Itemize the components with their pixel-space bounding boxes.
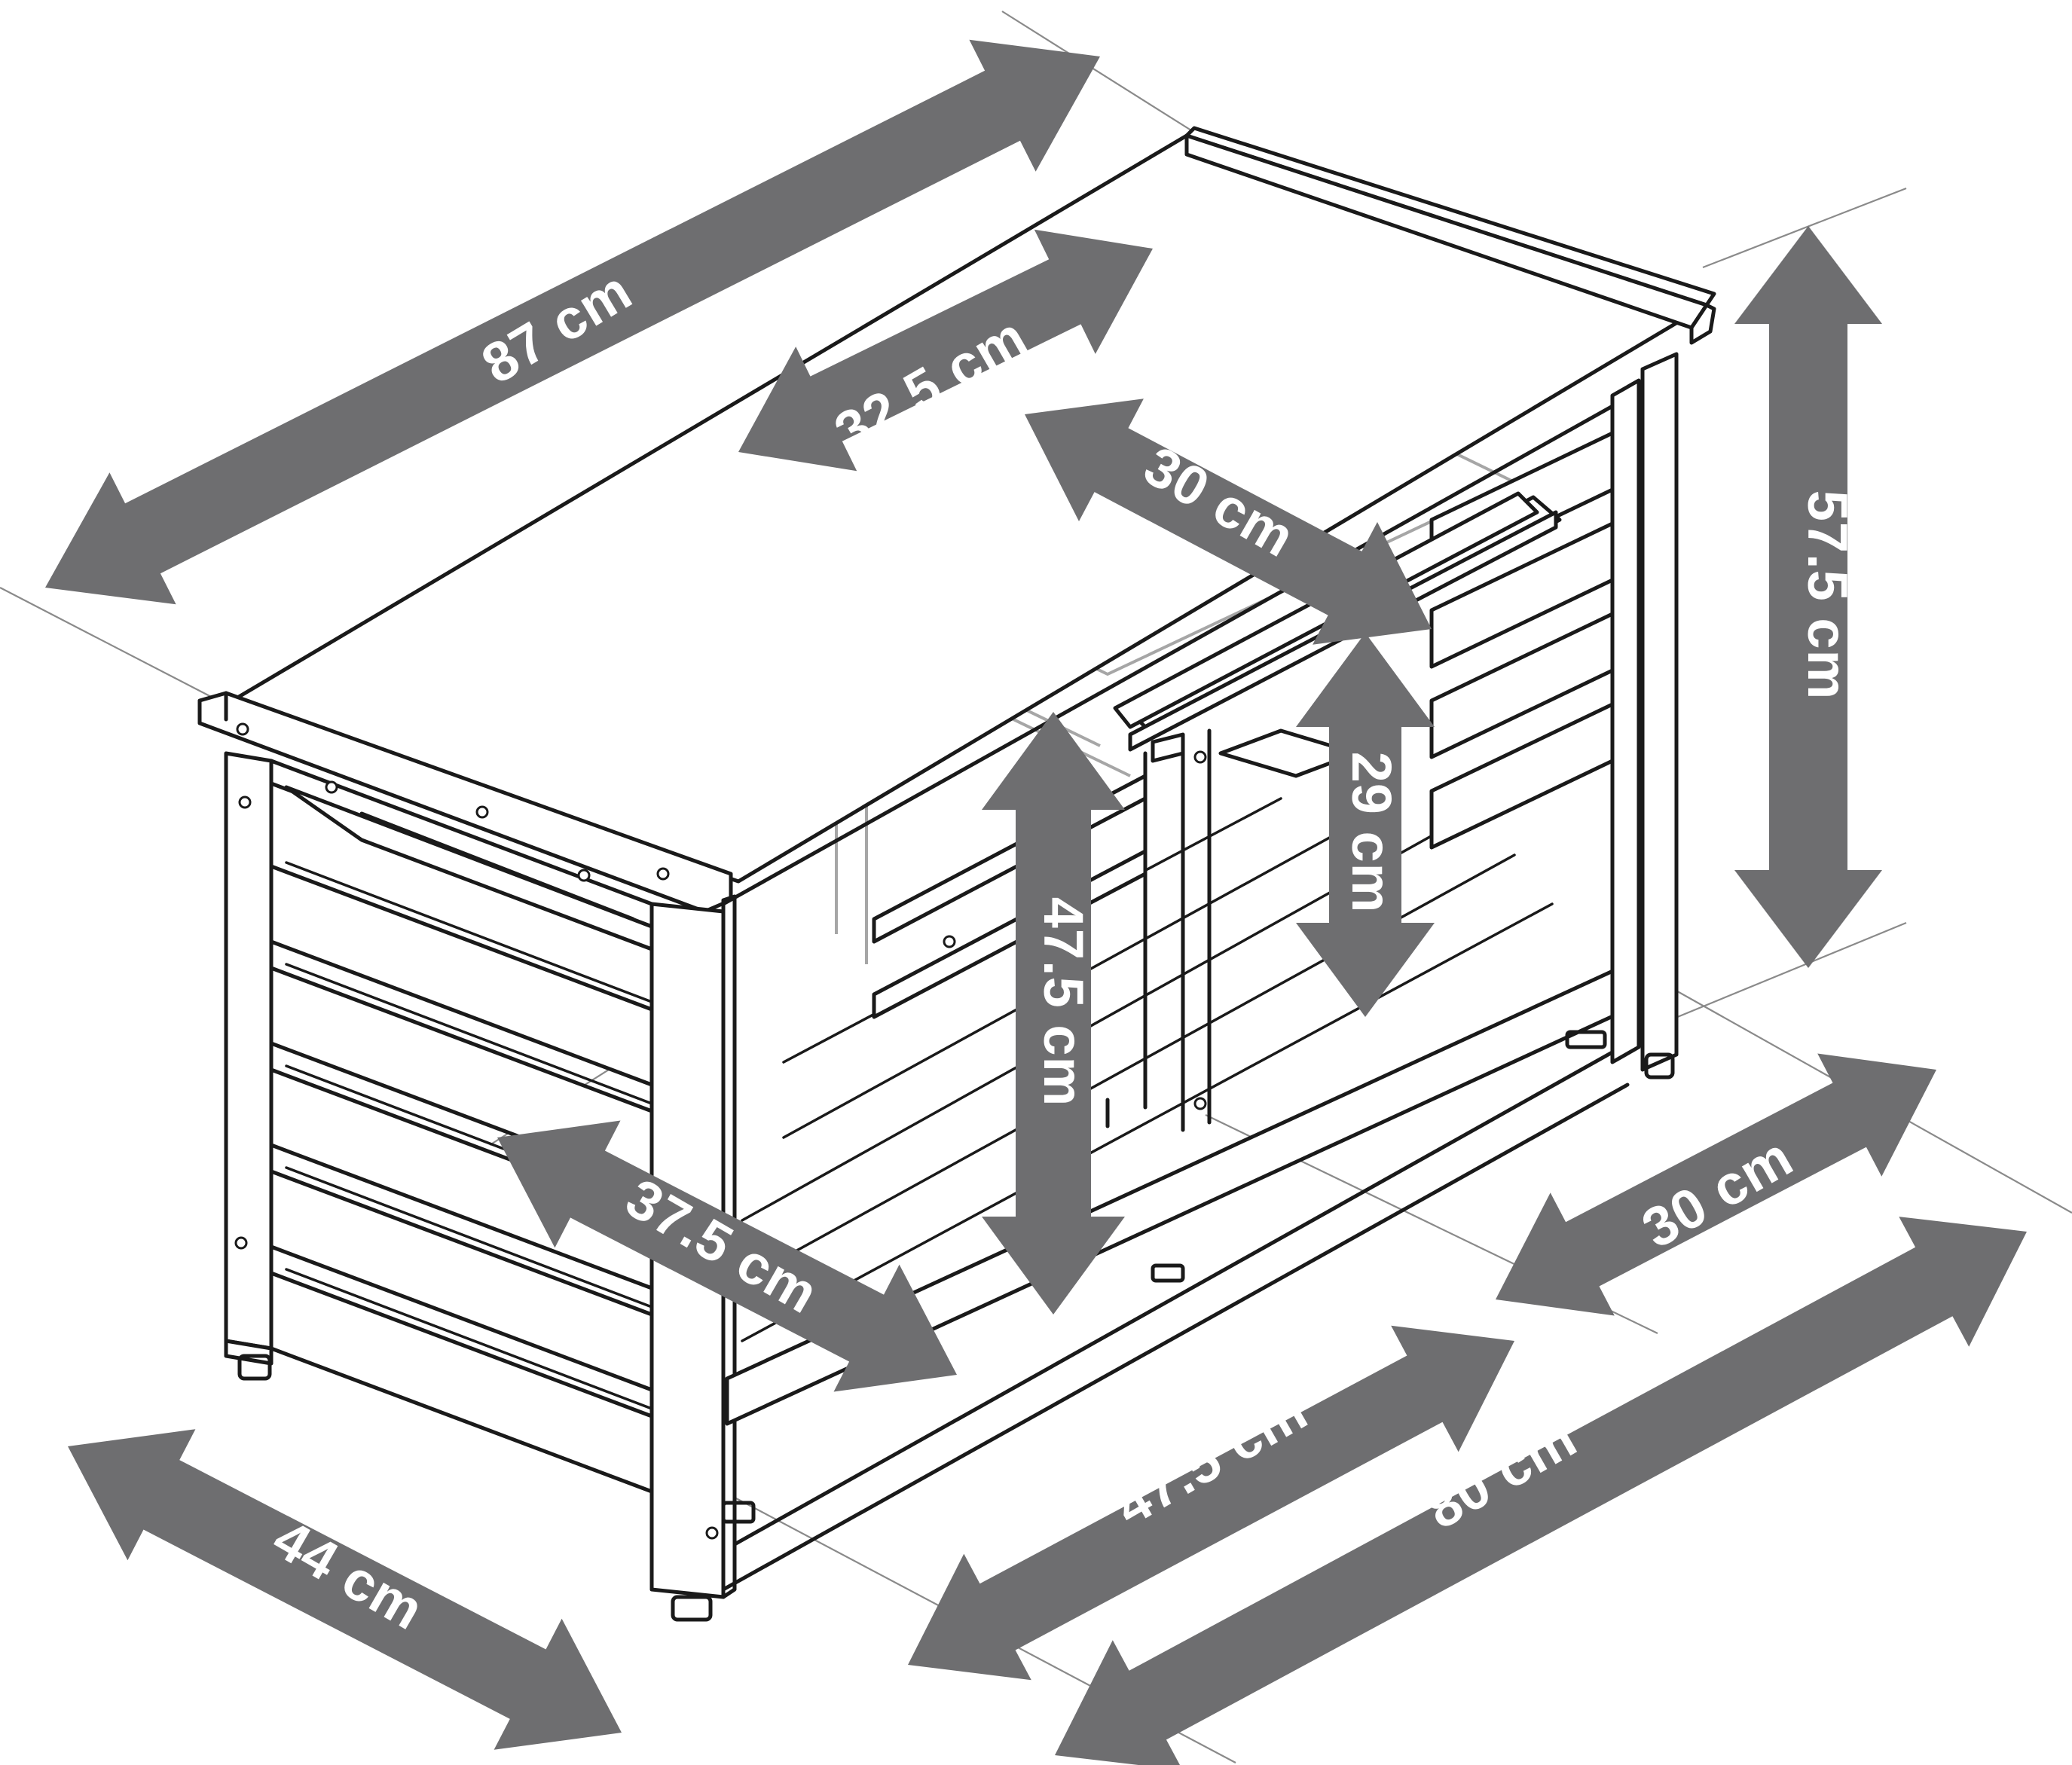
screw — [236, 722, 249, 736]
screw — [475, 805, 489, 819]
top-length-arrow — [45, 39, 1100, 605]
screw — [705, 1526, 719, 1540]
label-total-height: 57.5 cm — [1796, 490, 1859, 701]
screw — [656, 867, 670, 881]
back-right-leg — [1640, 352, 1679, 1072]
inner-height-arrow — [982, 712, 1125, 1315]
front-total-width-arrow — [1055, 1217, 2027, 1765]
front-inner-width-arrow — [908, 1325, 1514, 1681]
shelf-height-arrow — [1296, 633, 1435, 1017]
label-inner-height: 47.5 cm — [1032, 897, 1095, 1107]
ext-line-top-back — [1001, 11, 1206, 140]
left-front-leg — [224, 751, 274, 1351]
screw — [234, 1236, 248, 1250]
screw — [238, 795, 252, 809]
right-section-width-arrow — [1496, 1053, 1936, 1316]
inner-depth-arrow — [497, 1120, 957, 1392]
shelf-depth-arrow — [1025, 398, 1432, 645]
ext-line-height-top — [1702, 187, 1907, 269]
side-depth-arrow — [68, 1429, 622, 1750]
ext-line-top-left — [0, 587, 219, 701]
screw — [577, 869, 591, 882]
back-right-leg-inner — [1610, 378, 1641, 1064]
dimension-arrows — [45, 39, 2027, 1765]
shelf-extended-arrow — [738, 229, 1153, 472]
label-shelf-height: 29 cm — [1340, 752, 1403, 914]
total-height-arrow — [1734, 226, 1882, 968]
ext-line-height-bottom — [1649, 921, 1907, 1030]
bench-body — [197, 126, 1716, 1622]
screw — [325, 780, 338, 794]
label-top-length: 87 cm — [471, 258, 642, 395]
